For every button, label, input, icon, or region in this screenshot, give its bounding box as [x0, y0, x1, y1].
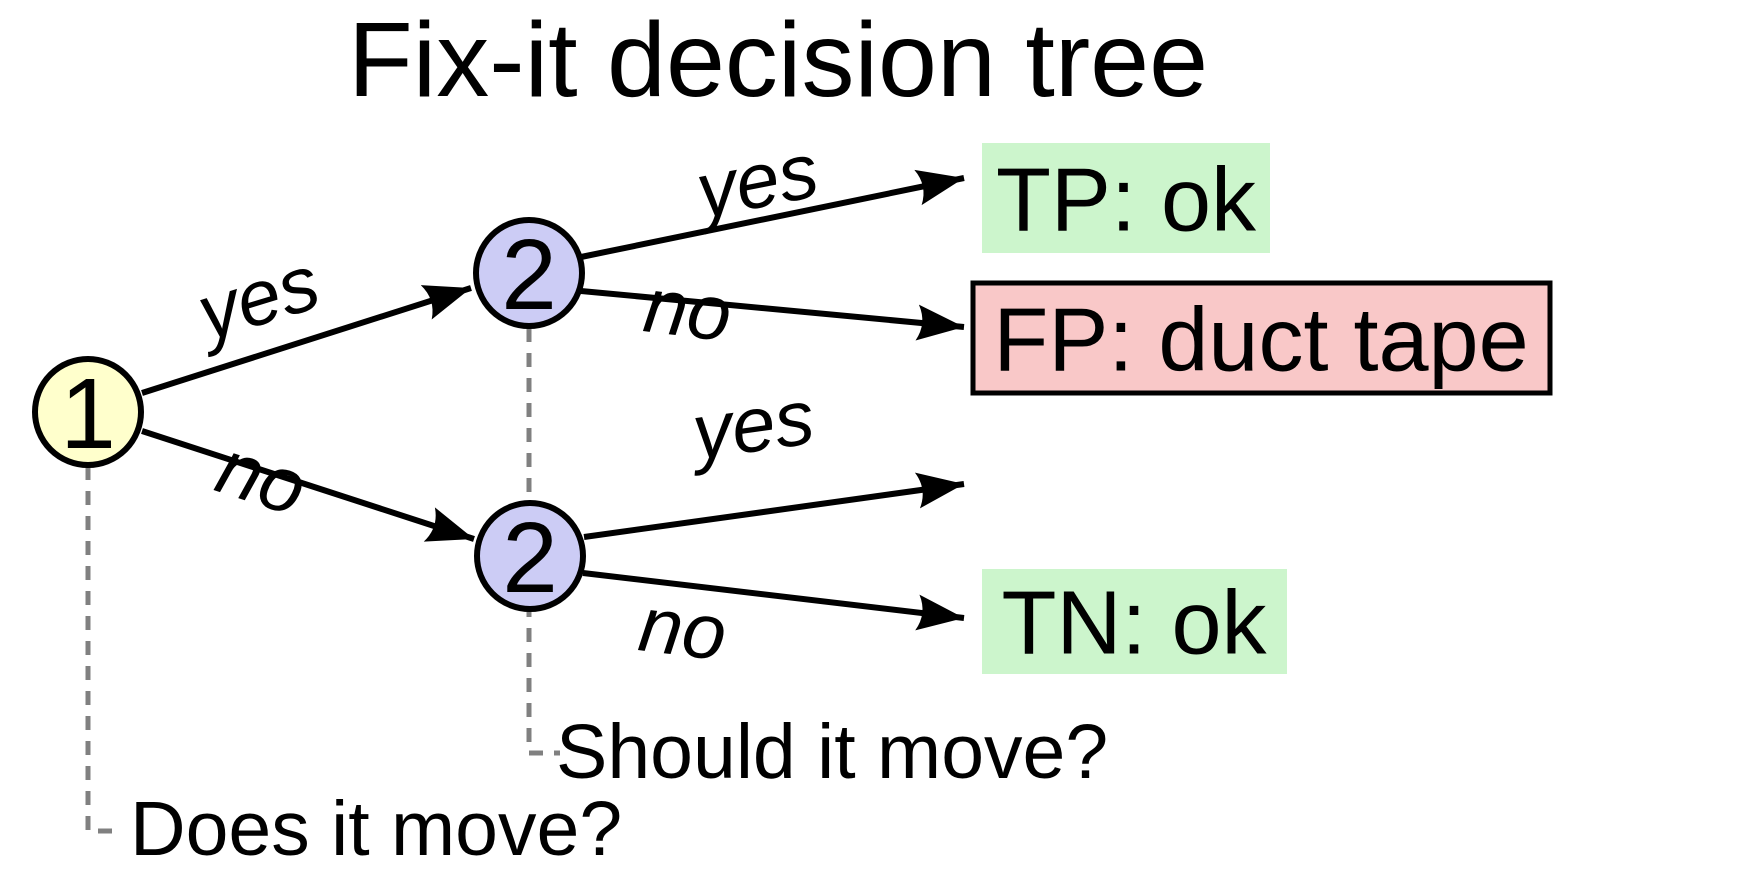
outcome-label-tp: TP: ok: [996, 150, 1257, 250]
node-2-lower: [474, 500, 586, 612]
edge-label-no-3: no: [635, 579, 732, 677]
edge-node2a-no: [580, 288, 965, 341]
node-2-upper: [473, 217, 585, 329]
edge-node1-yes: [141, 285, 472, 396]
question-connector-does-it-move: [85, 466, 120, 834]
outcome-box-fp: [970, 280, 1553, 396]
outcome-box-tn: [982, 569, 1287, 674]
node-2-upper-label: 2: [501, 219, 557, 331]
outcome-label-fp: FP: duct tape: [993, 290, 1528, 390]
question-connector-should-it-move: [526, 328, 560, 756]
diagram-title: Fix-it decision tree: [348, 1, 1208, 119]
edge-label-no-2: no: [640, 260, 737, 358]
outcome-label-tn: TN: ok: [1001, 573, 1267, 673]
edge-node2a-yes: [580, 169, 965, 260]
edge-node1-no: [141, 428, 475, 542]
edge-node2b-yes: [583, 472, 965, 540]
question-label-does-it-move: Does it move?: [130, 786, 622, 872]
edge-label-no-1: no: [207, 422, 317, 533]
node-1: [32, 356, 144, 468]
node-1-label: 1: [60, 358, 116, 470]
node-2-lower-label: 2: [502, 502, 558, 614]
edge-node2b-no: [582, 570, 965, 631]
outcome-box-tp: [982, 143, 1270, 253]
edge-label-yes-3: yes: [682, 372, 819, 477]
question-label-should-it-move: Should it move?: [556, 709, 1108, 795]
edge-label-yes-2: yes: [684, 126, 825, 236]
